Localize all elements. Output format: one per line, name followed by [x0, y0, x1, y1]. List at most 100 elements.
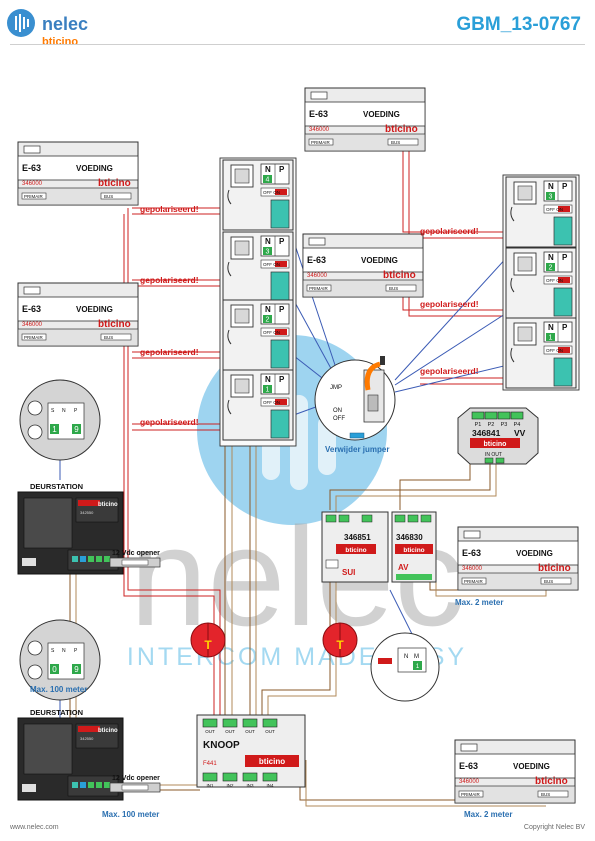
svg-text:bticino: bticino	[383, 270, 416, 281]
svg-text:BUS: BUS	[544, 579, 553, 584]
svg-text:bticino: bticino	[538, 563, 571, 574]
svg-text:T: T	[336, 638, 344, 652]
svg-text:P: P	[74, 408, 78, 414]
door-station-2: DEURSTATION bticino 342550	[17, 708, 124, 801]
svg-text:4: 4	[266, 177, 270, 184]
svg-text:PRIMAIR: PRIMAIR	[309, 286, 329, 291]
svg-text:bticino: bticino	[98, 319, 131, 330]
monitor-right-2: N P 2 OFF ON	[505, 247, 577, 319]
svg-text:342550: 342550	[80, 510, 94, 515]
svg-text:OFF ON: OFF ON	[546, 278, 563, 283]
svg-text:12 Vdc opener: 12 Vdc opener	[112, 775, 160, 782]
svg-text:P: P	[562, 253, 568, 262]
svg-text:OUT: OUT	[265, 729, 275, 734]
header-divider	[10, 44, 585, 45]
svg-text:P4: P4	[514, 422, 521, 428]
svg-text:PRIMAIR: PRIMAIR	[464, 579, 484, 584]
svg-text:346851: 346851	[344, 533, 371, 542]
svg-text:VOEDING: VOEDING	[516, 549, 553, 558]
svg-text:N: N	[265, 375, 271, 384]
brand-name: nelec	[42, 14, 89, 34]
monitor-column-right: N P 3 OFF ON N P 2 OFF ON N P 1 OFF ON	[502, 174, 580, 391]
svg-text:342550: 342550	[80, 736, 94, 741]
svg-text:P: P	[562, 323, 568, 332]
svg-text:OFF ON: OFF ON	[546, 207, 563, 212]
t-marker-1: T	[190, 622, 226, 658]
svg-text:PRIMAIR: PRIMAIR	[461, 792, 481, 797]
svg-text:P1: P1	[475, 422, 482, 428]
module-346851: 346851 bticino SUI	[321, 511, 389, 583]
max-2-label-2: Max. 2 meter	[464, 810, 512, 819]
svg-text:N: N	[548, 323, 554, 332]
svg-text:IN4: IN4	[266, 783, 274, 788]
svg-text:T: T	[204, 638, 212, 652]
svg-text:bticino: bticino	[98, 728, 118, 734]
ds-callout-2: S N P 0 9	[19, 619, 101, 701]
svg-text:346830: 346830	[396, 533, 423, 542]
svg-text:P: P	[562, 182, 568, 191]
polarised-label-4: gepolariseerd!	[140, 417, 199, 427]
svg-text:N: N	[265, 237, 271, 246]
svg-text:346000: 346000	[22, 181, 43, 187]
svg-text:346000: 346000	[307, 273, 328, 279]
svg-text:BUS: BUS	[104, 194, 113, 199]
svg-text:9: 9	[74, 665, 79, 674]
svg-text:1: 1	[266, 387, 270, 394]
door-station-1: DEURSTATION bticino 342550	[17, 482, 124, 575]
svg-text:PRIMAIR: PRIMAIR	[311, 140, 331, 145]
svg-text:346000: 346000	[309, 127, 330, 133]
jumper-callout: JMP ON OFF Verwijder jumper	[314, 356, 396, 454]
button-module-knoop: OUT OUT OUT OUT KNOOP bticino F441 IN1 I…	[196, 714, 306, 788]
svg-text:bticino: bticino	[535, 776, 568, 787]
svg-text:IN1: IN1	[206, 783, 214, 788]
svg-text:OUT: OUT	[225, 729, 235, 734]
svg-text:P: P	[279, 375, 285, 384]
svg-text:PRIMAIR: PRIMAIR	[24, 194, 44, 199]
svg-text:2: 2	[549, 265, 553, 272]
svg-text:S: S	[51, 648, 55, 654]
svg-text:SUI: SUI	[342, 568, 355, 577]
svg-text:N: N	[548, 253, 554, 262]
svg-text:bticino: bticino	[98, 178, 131, 189]
svg-text:F441: F441	[203, 761, 217, 767]
svg-text:VV: VV	[514, 428, 526, 438]
svg-text:DEURSTATION: DEURSTATION	[30, 708, 83, 717]
monitor-left-1: N P 1 OFF ON	[222, 369, 294, 441]
supply-left-2: E-63 VOEDING 346000 bticino PRIMAIR BUS	[17, 282, 139, 347]
svg-text:0: 0	[52, 665, 57, 674]
off-label: OFF	[333, 416, 345, 422]
svg-text:E-63: E-63	[307, 255, 326, 265]
svg-text:N: N	[62, 408, 66, 414]
svg-text:OFF ON: OFF ON	[263, 330, 280, 335]
svg-text:VOEDING: VOEDING	[76, 305, 113, 314]
svg-text:346000: 346000	[459, 779, 480, 785]
svg-text:bticino: bticino	[98, 502, 118, 508]
svg-text:OUT: OUT	[205, 729, 215, 734]
svg-text:3: 3	[549, 194, 553, 201]
svg-text:12 Vdc opener: 12 Vdc opener	[112, 550, 160, 557]
supply-right-bottom: E-63 VOEDING 346000 bticino PRIMAIR BUS	[454, 739, 576, 804]
svg-text:346000: 346000	[22, 322, 43, 328]
svg-text:IN OUT: IN OUT	[485, 452, 502, 458]
svg-text:OUT: OUT	[245, 729, 255, 734]
svg-text:IN2: IN2	[226, 783, 234, 788]
max-100-label-1: Max. 100 meter	[30, 685, 87, 694]
brand-sub: bticino	[42, 36, 79, 48]
svg-text:E-63: E-63	[22, 163, 41, 173]
svg-text:bticino: bticino	[484, 441, 507, 448]
svg-text:N: N	[265, 165, 271, 174]
ds-callout-1: S N P 1 9	[19, 379, 101, 461]
monitor-right-3: N P 3 OFF ON	[505, 176, 577, 248]
svg-text:VOEDING: VOEDING	[363, 110, 400, 119]
svg-text:N: N	[548, 182, 554, 191]
svg-text:E-63: E-63	[459, 761, 478, 771]
nelec-logo-icon	[7, 9, 35, 37]
monitor-column-left: N P 4 OFF ON N P 3 OFF ON N P 2 OFF ON N…	[219, 157, 297, 447]
svg-text:N: N	[404, 654, 408, 660]
svg-text:E-63: E-63	[462, 548, 481, 558]
svg-text:3: 3	[266, 249, 270, 256]
svg-text:VOEDING: VOEDING	[76, 164, 113, 173]
svg-text:1: 1	[52, 425, 57, 434]
svg-text:bticino: bticino	[385, 124, 418, 135]
